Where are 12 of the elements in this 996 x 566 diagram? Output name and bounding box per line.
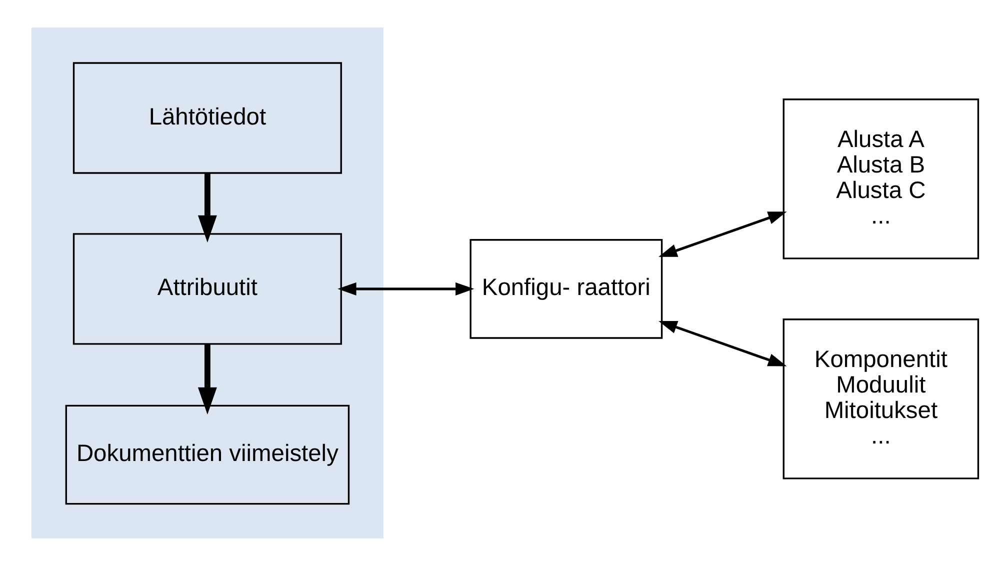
arrow (337, 282, 474, 296)
cluster (30, 27, 383, 539)
arrow (658, 212, 786, 257)
node-box: Dokumenttien viimeistely (64, 404, 350, 505)
arrow (197, 344, 216, 414)
node-box: Alusta A Alusta B Alusta C ... (782, 98, 979, 260)
node-box: Attribuutit (72, 233, 342, 345)
arrow (658, 320, 786, 366)
node-box: Komponentit Moduulit Mitoitukset ... (782, 318, 979, 480)
arrow (197, 173, 216, 242)
node-box: Lähtötiedot (72, 62, 342, 174)
node-box: Konfigu- raattori (469, 239, 662, 339)
